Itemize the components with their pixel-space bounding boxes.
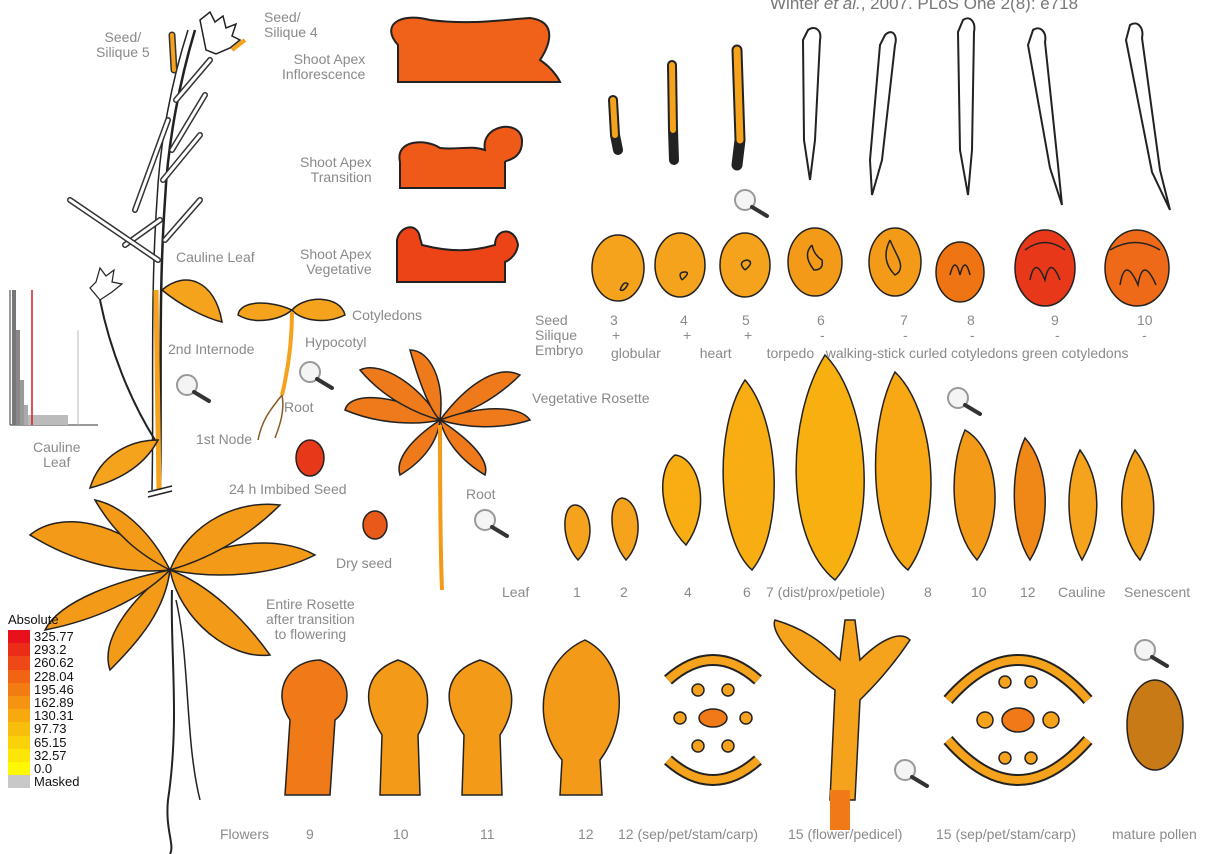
legend-swatch: [8, 775, 30, 788]
leaf-12: 12: [1020, 585, 1036, 600]
seed-stage-5: 5: [742, 313, 750, 328]
seed-stage-3: 3: [610, 313, 618, 328]
label-cauline-leaf-left: CaulineLeaf: [33, 440, 80, 470]
flower-11: 11: [480, 827, 495, 842]
shoot-apex-inflorescence: [391, 18, 560, 82]
seed-stage-7: 7: [900, 313, 908, 328]
label-imbibed-seed: 24 h Imbibed Seed: [229, 482, 347, 497]
leaf-row[interactable]: [565, 355, 1154, 580]
label-cotyledons: Cotyledons: [352, 308, 422, 323]
legend-title: Absolute: [8, 612, 59, 627]
legend-swatch: [8, 762, 30, 775]
flower-row[interactable]: [282, 620, 1183, 830]
label-shoot-apex-vegetative: Shoot ApexVegetative: [300, 247, 372, 277]
label-hypocotyl: Hypocotyl: [305, 335, 366, 350]
silique-7: -: [903, 328, 908, 343]
leaf-row-label: Leaf: [502, 585, 529, 600]
flower-9: 9: [306, 827, 314, 842]
legend-swatch: [8, 683, 30, 696]
magnifier-icon: [177, 375, 209, 401]
label-root-seedling: Root: [284, 400, 314, 415]
legend-swatch: [8, 709, 30, 722]
silique-row[interactable]: [613, 18, 1170, 210]
label-second-internode: 2nd Internode: [168, 342, 254, 357]
label-shoot-apex-transition: Shoot ApexTransition: [300, 155, 372, 185]
label-entire-rosette: Entire Rosetteafter transitionto floweri…: [266, 597, 355, 642]
leaf-cauline: Cauline: [1058, 585, 1105, 600]
embryo-stages: globular heart torpedo walking-stick cur…: [611, 346, 1129, 361]
leaf-6: 6: [743, 585, 751, 600]
label-root-rosette: Root: [466, 487, 496, 502]
label-seed-silique-5: Seed/Silique 5: [96, 30, 150, 60]
shoot-apex-vegetative: [397, 227, 518, 282]
flower-15-pedicel: 15 (flower/pedicel): [788, 827, 902, 842]
leaf-10: 10: [971, 585, 987, 600]
label-cauline-leaf-top: Cauline Leaf: [176, 250, 255, 265]
seed-stage-8: 8: [967, 313, 975, 328]
legend-swatch: [8, 630, 30, 643]
leaf-8: 8: [924, 585, 932, 600]
seed-stage-4: 4: [680, 313, 688, 328]
citation: Winter et al., 2007. PLoS One 2(8): e718: [770, 0, 1078, 14]
seed-row[interactable]: [592, 228, 1169, 306]
legend-swatch: [8, 736, 30, 749]
magnifier-icon: [895, 760, 927, 786]
vegetative-rosette[interactable]: [345, 350, 530, 590]
flower-10: 10: [393, 827, 409, 842]
shoot-apex-transition: [399, 127, 522, 188]
label-seed-silique-4: Seed/Silique 4: [264, 10, 318, 40]
legend-swatch: [8, 643, 30, 656]
silique-10: -: [1142, 328, 1147, 343]
expression-histogram: [10, 290, 98, 425]
silique-6: -: [820, 328, 825, 343]
imbibed-seed: [296, 440, 324, 476]
seedling[interactable]: [238, 299, 345, 440]
seed-stage-9: 9: [1051, 313, 1059, 328]
mature-pollen: mature pollen: [1112, 827, 1197, 842]
label-dry-seed: Dry seed: [336, 556, 392, 571]
main-plant[interactable]: [30, 12, 315, 854]
legend-swatch: [8, 696, 30, 709]
flower-12-parts: 12 (sep/pet/stam/carp): [618, 827, 758, 842]
label-first-node: 1st Node: [196, 432, 252, 447]
leaf-1: 1: [573, 585, 581, 600]
seed-stage-10: 10: [1137, 313, 1153, 328]
leaf-7: 7 (dist/prox/petiole): [766, 585, 885, 600]
magnifier-icon: [948, 388, 980, 414]
flower-15-parts: 15 (sep/pet/stam/carp): [936, 827, 1076, 842]
leaf-2: 2: [620, 585, 628, 600]
seed-stage-6: 6: [817, 313, 825, 328]
leaf-4: 4: [684, 585, 692, 600]
flower-row-label: Flowers: [220, 827, 269, 842]
legend-swatch: [8, 722, 30, 735]
label-shoot-apex-inflorescence: Shoot ApexInflorescence: [282, 52, 365, 82]
magnifier-icon: [475, 510, 507, 536]
flower-12: 12: [578, 827, 594, 842]
label-vegetative-rosette: Vegetative Rosette: [532, 391, 650, 406]
silique-8: -: [970, 328, 975, 343]
silique-9: -: [1055, 328, 1060, 343]
legend-swatch: [8, 656, 30, 669]
legend-swatch: [8, 749, 30, 762]
seed-table-row-labels: SeedSiliqueEmbryo: [535, 313, 583, 358]
leaf-senescent: Senescent: [1124, 585, 1190, 600]
dry-seed: [363, 511, 387, 539]
magnifier-icon: [300, 362, 332, 388]
legend-swatch: [8, 670, 30, 683]
magnifier-icon: [1135, 640, 1167, 666]
silique-5: +: [744, 328, 752, 343]
legend-label: Masked: [34, 774, 80, 789]
magnifier-icon: [735, 190, 767, 216]
silique-3: +: [612, 328, 620, 343]
silique-4: +: [683, 328, 691, 343]
